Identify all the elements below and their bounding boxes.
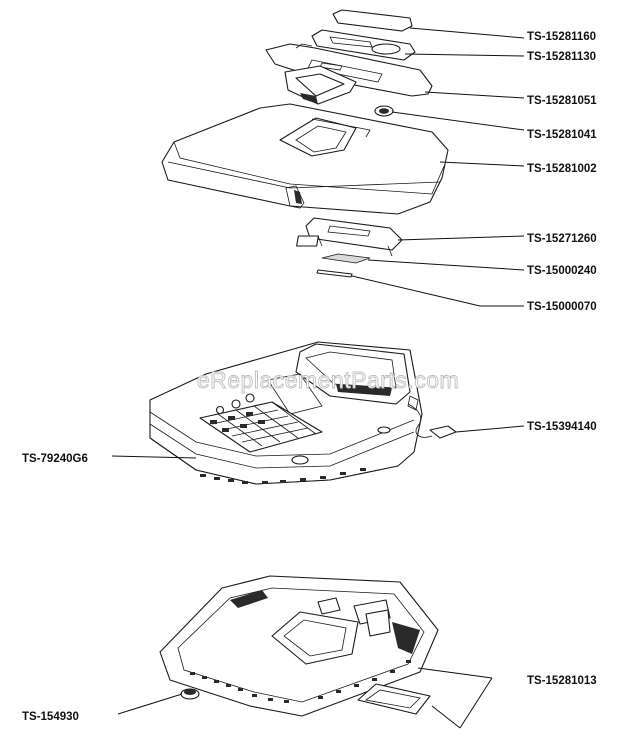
bottom-tray-assembly <box>159 575 439 717</box>
part-label-ts-15281013: TS-15281013 <box>527 675 597 687</box>
top-cap-part <box>332 9 413 32</box>
part-label-ts-154930: TS-154930 <box>22 711 79 723</box>
pin-part <box>316 269 353 278</box>
leader-lines <box>111 27 525 729</box>
keypad-grid <box>199 401 323 453</box>
tray-insert-part <box>357 683 431 715</box>
top-cover-assembly <box>161 9 449 278</box>
part-label-ts-15394140: TS-15394140 <box>527 421 597 433</box>
part-label-ts-15281160: TS-15281160 <box>527 31 596 43</box>
inner-frame-part <box>311 29 416 61</box>
part-label-ts-15281051: TS-15281051 <box>527 95 597 107</box>
part-label-ts-15000240: TS-15000240 <box>527 265 597 277</box>
lid-housing-part <box>161 103 449 215</box>
part-label-ts-15271260: TS-15271260 <box>527 233 597 245</box>
bracket-part <box>296 217 403 257</box>
part-label-ts-15281002: TS-15281002 <box>527 163 597 175</box>
part-labels: TS-15281160 TS-15281130 TS-15281051 TS-1… <box>22 31 597 723</box>
part-label-ts-15000070: TS-15000070 <box>527 301 597 313</box>
gasket-strip-part <box>321 253 371 264</box>
base-unit-assembly <box>149 341 457 485</box>
power-cord-part <box>407 395 457 439</box>
watermark-text: eReplacementParts.com <box>197 367 459 393</box>
part-label-ts-15281041: TS-15281041 <box>527 129 597 141</box>
washer-part <box>374 105 394 117</box>
rubber-foot-part <box>180 688 200 700</box>
top-plate-part <box>265 43 433 105</box>
part-label-ts-79240g6: TS-79240G6 <box>22 453 88 465</box>
part-label-ts-15281130: TS-15281130 <box>527 51 596 63</box>
